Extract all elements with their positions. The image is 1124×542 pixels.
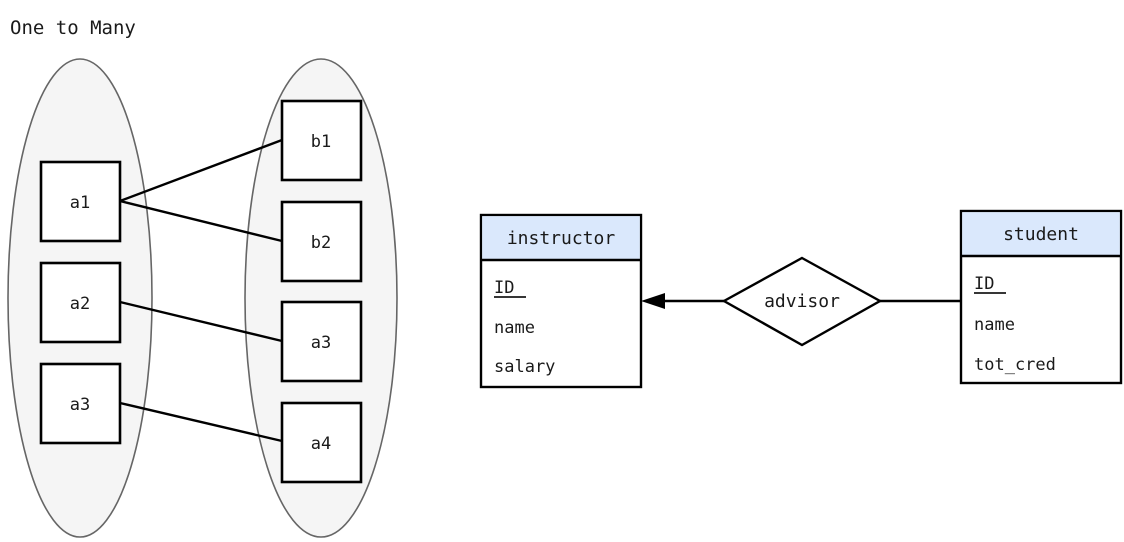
link-a1-b1 [119, 138, 283, 203]
entity-attribute-pk: ID [974, 274, 994, 294]
entity-attribute: name [974, 315, 1015, 335]
member-label: a2 [70, 294, 90, 314]
member-box-b1[interactable]: b1 [280, 99, 363, 182]
mapping-links [119, 138, 283, 443]
member-box-a2[interactable]: a2 [39, 261, 122, 344]
member-label: b2 [311, 233, 331, 253]
entity-instructor[interactable]: instructor ID name salary [479, 213, 643, 389]
relationship-label: advisor [764, 291, 840, 312]
entity-title: student [1003, 224, 1079, 245]
member-label: a3 [311, 333, 331, 353]
page-title: One to Many [10, 17, 136, 39]
entity-attribute: salary [494, 357, 555, 377]
right-set-members: b1 b2 a3 a4 [280, 99, 363, 484]
link-a1-b2 [119, 199, 283, 243]
mapping-cardinality-figure: a1 a2 a3 b1 b2 [7, 58, 398, 538]
entity-attribute: tot_cred [974, 355, 1056, 375]
arrowhead-icon [641, 293, 665, 309]
member-box-b2[interactable]: b2 [280, 200, 363, 283]
member-label: b1 [311, 132, 331, 152]
member-box-a3-right[interactable]: a3 [280, 300, 363, 383]
member-label: a4 [311, 434, 331, 454]
entity-attribute-pk: ID [494, 278, 514, 298]
member-box-a1[interactable]: a1 [39, 160, 122, 243]
entity-title: instructor [507, 228, 616, 249]
link-a2-a3 [119, 300, 283, 343]
relationship-advisor[interactable]: advisor [721, 256, 883, 347]
entity-attribute: name [494, 318, 535, 338]
left-set-members: a1 a2 a3 [39, 160, 122, 445]
member-box-a4[interactable]: a4 [280, 401, 363, 484]
member-label: a3 [70, 395, 90, 415]
er-diagram: instructor ID name salary advisor studen… [479, 209, 1123, 389]
entity-student[interactable]: student ID name tot_cred [959, 209, 1123, 385]
member-label: a1 [70, 193, 90, 213]
member-box-a3-left[interactable]: a3 [39, 362, 122, 445]
link-a3-a4 [119, 401, 283, 443]
